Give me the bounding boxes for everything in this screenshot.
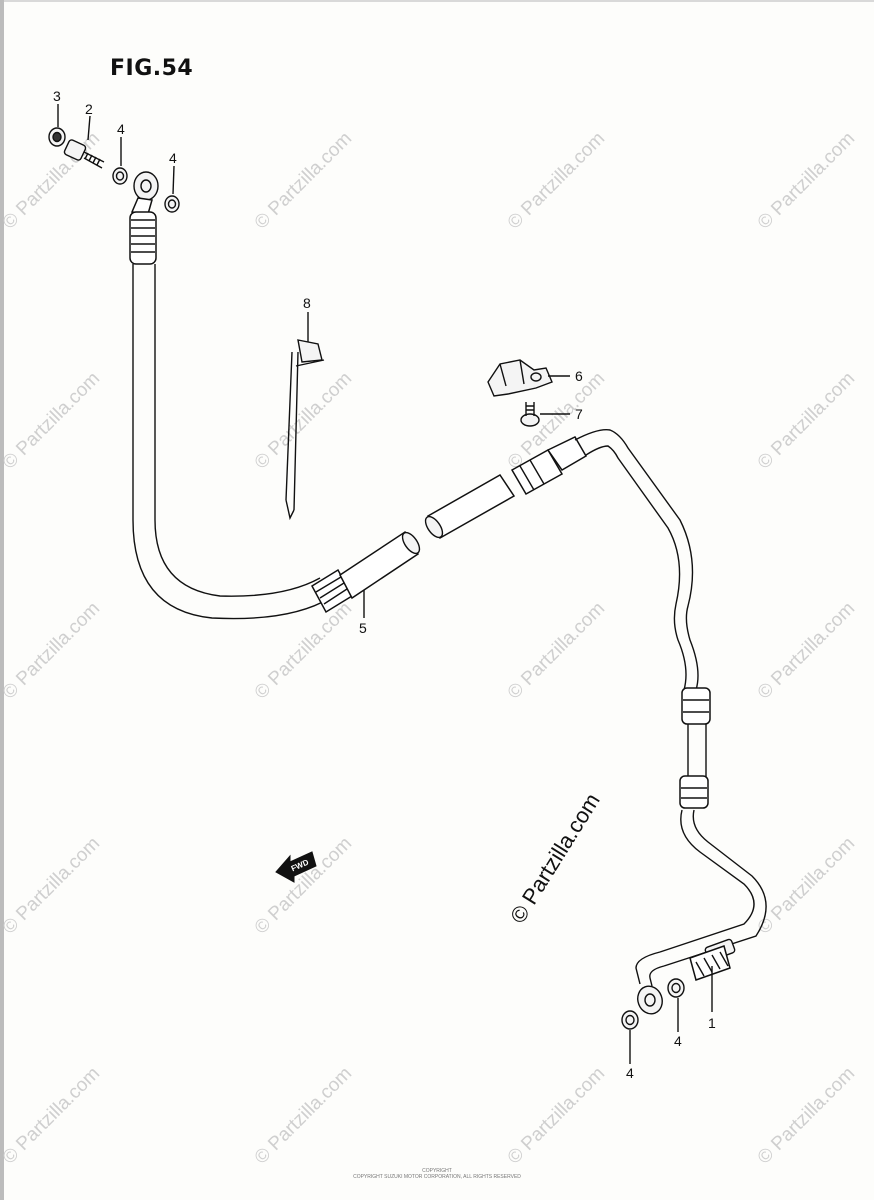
watermark-r5c3: © Partzilla.com <box>504 1063 609 1168</box>
part-3-cap-nut[interactable] <box>48 127 66 147</box>
callout-8: 8 <box>303 295 311 311</box>
watermark-r2c1: © Partzilla.com <box>0 368 104 473</box>
part-7-bolt[interactable] <box>520 402 540 427</box>
watermark-r5c2: © Partzilla.com <box>251 1063 356 1168</box>
watermark-r5c1: © Partzilla.com <box>0 1063 104 1168</box>
callout-7: 7 <box>575 406 583 422</box>
watermark-r3c4: © Partzilla.com <box>754 598 859 703</box>
part-4-washer-bottom-b[interactable] <box>667 978 685 998</box>
callout-numbers: 3 2 4 4 8 6 7 5 1 4 4 <box>53 88 716 1081</box>
watermark-grid: © Partzilla.com © Partzilla.com © Partzi… <box>0 128 859 1168</box>
callout-2: 2 <box>85 101 93 117</box>
callout-3: 3 <box>53 88 61 104</box>
callout-5: 5 <box>359 620 367 636</box>
watermark-r1c2: © Partzilla.com <box>251 128 356 233</box>
watermark-r4c1: © Partzilla.com <box>0 833 104 938</box>
callout-4-d: 4 <box>626 1065 634 1081</box>
part-5-brake-hose[interactable] <box>129 171 767 1017</box>
scan-left-edge <box>0 0 4 1200</box>
part-6-clamp[interactable] <box>487 359 553 397</box>
callout-leaders <box>57 104 713 1064</box>
watermark-r1c4: © Partzilla.com <box>754 128 859 233</box>
watermark-r1c3: © Partzilla.com <box>504 128 609 233</box>
watermark-r5c4: © Partzilla.com <box>754 1063 859 1168</box>
part-4-washer-bottom-a[interactable] <box>621 1010 639 1030</box>
watermark-r3c1: © Partzilla.com <box>0 598 104 703</box>
fwd-arrow-icon: FWD <box>275 851 317 883</box>
figure-title: FIG.54 <box>110 56 194 81</box>
part-4-washer-top-b[interactable] <box>164 195 180 213</box>
watermark-center: © Partzilla.com <box>505 789 605 928</box>
callout-1: 1 <box>708 1015 716 1031</box>
part-1-union-bolt[interactable] <box>689 938 736 981</box>
copyright-line-2: COPYRIGHT SUZUKI MOTOR CORPORATION, ALL … <box>353 1174 521 1180</box>
part-2-bleeder-union-bolt[interactable] <box>63 139 105 169</box>
part-8-clamp-tie[interactable] <box>285 339 325 521</box>
callout-4-b: 4 <box>169 150 177 166</box>
callout-6: 6 <box>575 368 583 384</box>
watermark-r3c2: © Partzilla.com <box>251 598 356 703</box>
watermark-r4c2: © Partzilla.com <box>251 833 356 938</box>
watermark-r4c4: © Partzilla.com <box>754 833 859 938</box>
scan-top-edge <box>0 0 874 2</box>
watermark-r2c4: © Partzilla.com <box>754 368 859 473</box>
watermark-r2c2: © Partzilla.com <box>251 368 356 473</box>
callout-4-c: 4 <box>674 1033 682 1049</box>
watermark-r3c3: © Partzilla.com <box>504 598 609 703</box>
part-4-washer-top-a[interactable] <box>112 167 128 185</box>
copyright-line-1: COPYRIGHT <box>422 1168 452 1174</box>
copyright-footer: COPYRIGHT COPYRIGHT SUZUKI MOTOR CORPORA… <box>0 1168 874 1180</box>
callout-4-a: 4 <box>117 121 125 137</box>
